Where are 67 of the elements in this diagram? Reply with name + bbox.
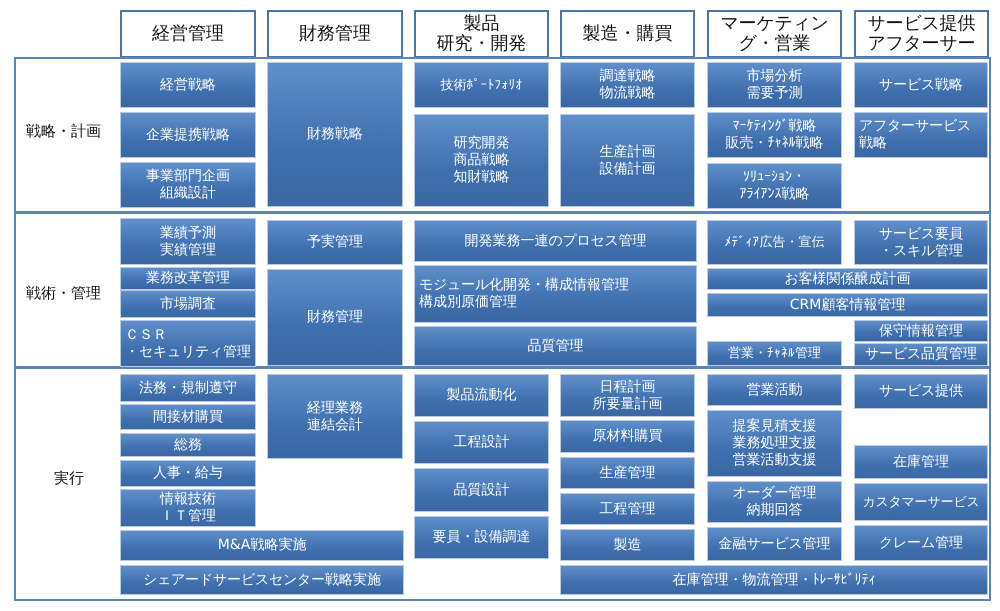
column-header: 製造・購買 (560, 10, 695, 58)
function-box: 製造 (560, 529, 695, 561)
column-header: マーケティング・営業 (707, 10, 842, 58)
function-box: 工程管理 (560, 493, 695, 525)
function-box: お客様関係醸成計画 (707, 268, 988, 290)
column-header: 製品研究・開発 (414, 10, 549, 58)
function-box: 研究開発商品戦略知財戦略 (414, 114, 549, 207)
function-box: ﾏｰｹﾃｨﾝｸﾞ戦略販売・ﾁｬﾈﾙ戦略 (707, 112, 842, 158)
function-box: 財務管理 (267, 269, 403, 366)
function-box: 営業・ﾁｬﾈﾙ管理 (707, 341, 842, 366)
function-box: 業務改革管理 (120, 267, 256, 290)
function-box: 市場分析需要予測 (707, 62, 842, 108)
function-box: 製品流動化 (414, 374, 549, 417)
function-box: シェアードサービスセンター戦略実施 (120, 565, 404, 595)
function-box: 生産管理 (560, 457, 695, 489)
row-band (14, 367, 991, 601)
function-box: 技術ﾎﾟｰﾄﾌｫﾘｵ (414, 62, 549, 108)
function-box: 提案見積支援業務処理支援営業活動支援 (707, 410, 842, 477)
row-label: 戦略・計画 (26, 122, 101, 141)
function-box: 事業部門企画組織設計 (120, 162, 256, 208)
function-box: 人事・給与 (120, 460, 256, 487)
function-box: 営業活動 (707, 374, 842, 406)
function-box: 企業提携戦略 (120, 112, 256, 158)
function-box: ｿﾘｭｰｼｮﾝ・ｱﾗｲｱﾝｽ戦略 (707, 163, 842, 209)
function-box: 保守情報管理 (854, 320, 988, 342)
function-box: 金融サービス管理 (707, 527, 842, 561)
row-label: 実行 (54, 469, 84, 488)
function-box: 開発業務一連のプロセス管理 (414, 220, 697, 262)
column-header: 財務管理 (267, 10, 403, 58)
function-box: 経営戦略 (120, 62, 256, 108)
function-box: 法務・規制遵守 (120, 374, 256, 402)
function-box: ﾒﾃﾞｨｱ広告・宣伝 (707, 220, 842, 265)
function-box: 予実管理 (267, 220, 403, 265)
function-box: サービス提供 (854, 374, 988, 409)
function-box: ＣＳＲ・セキュリティ管理 (120, 320, 256, 367)
function-box: サービス戦略 (854, 62, 988, 108)
row-band (14, 212, 991, 368)
function-box: M&A戦略実施 (120, 530, 404, 561)
function-box: 品質設計 (414, 468, 549, 512)
function-box: 経理業務連結会計 (267, 374, 403, 459)
column-header: 経営管理 (120, 10, 256, 58)
function-box: オーダー管理納期回答 (707, 481, 842, 523)
function-box: 品質管理 (414, 326, 697, 366)
function-box: サービス要員・スキル管理 (854, 220, 988, 265)
function-box: 在庫管理・物流管理・ﾄﾚｰｻﾋﾞﾘﾃｨ (560, 565, 988, 595)
function-box: モジュール化開発・構成情報管理構成別原価管理 (414, 265, 697, 323)
function-box: カスタマーサービス (854, 483, 988, 521)
function-box: 工程設計 (414, 421, 549, 464)
function-box: 生産計画設備計画 (560, 114, 695, 207)
function-box: 調達戦略物流戦略 (560, 62, 695, 108)
function-box: 日程計画所要量計画 (560, 374, 695, 417)
function-box: 市場調査 (120, 290, 256, 318)
row-label: 戦術・管理 (26, 284, 101, 303)
column-header: サービス提供アフターサー (854, 10, 989, 58)
function-box: クレーム管理 (854, 525, 988, 561)
function-box: 財務戦略 (267, 62, 403, 207)
function-box: 要員・設備調達 (414, 516, 549, 559)
function-box: アフターサービス戦略 (854, 112, 988, 158)
function-box: 総務 (120, 433, 256, 457)
function-box: 間接材購買 (120, 404, 256, 430)
row-band (14, 57, 991, 213)
function-box: サービス品質管理 (854, 343, 988, 366)
function-box: 業績予測実績管理 (120, 218, 256, 265)
function-box: 原材料購買 (560, 420, 695, 453)
function-box: 在庫管理 (854, 445, 988, 479)
function-box: CRM顧客情報管理 (707, 293, 988, 317)
function-box: 情報技術ＩＴ管理 (120, 489, 256, 527)
